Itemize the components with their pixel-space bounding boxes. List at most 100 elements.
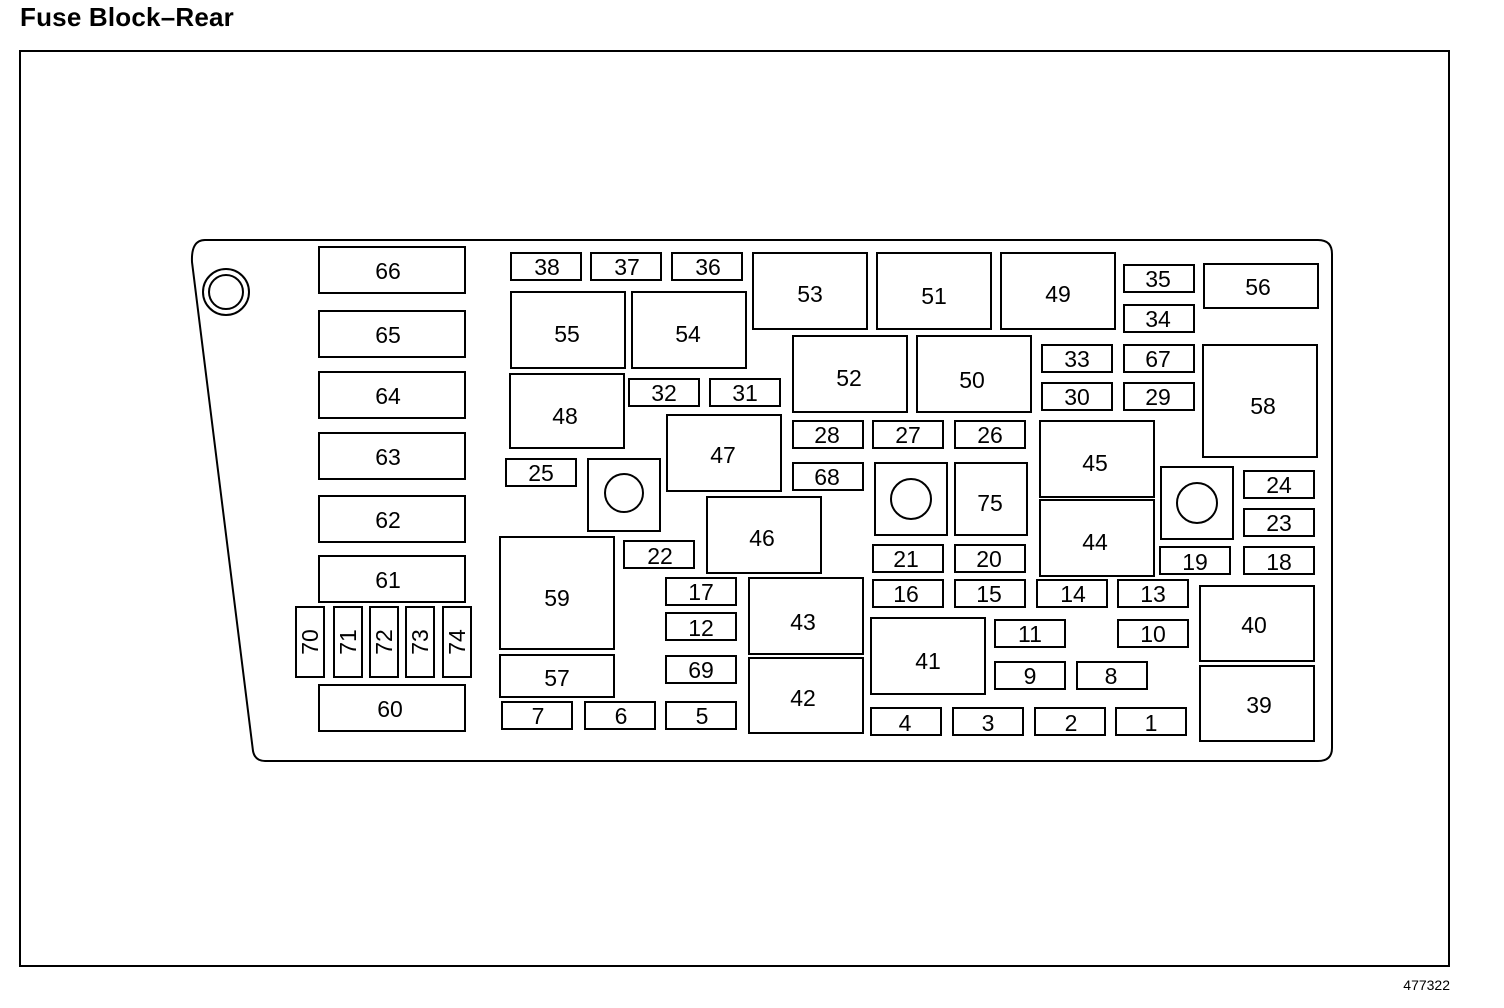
fuse-35: 35 [1123, 264, 1195, 293]
svg-text:44: 44 [1082, 529, 1108, 555]
svg-text:37: 37 [614, 254, 640, 280]
relay-50: 50 [916, 335, 1032, 413]
relay-46: 46 [706, 496, 822, 574]
relay-48: 48 [509, 373, 625, 449]
svg-text:19: 19 [1182, 549, 1208, 575]
fuse-68: 68 [792, 462, 864, 491]
relay-57: 57 [499, 654, 615, 698]
fuse-10: 10 [1117, 619, 1189, 648]
svg-text:41: 41 [915, 648, 941, 674]
fuse-6: 6 [584, 701, 656, 730]
svg-text:43: 43 [790, 609, 816, 635]
fuse-26: 26 [954, 420, 1026, 449]
svg-text:26: 26 [977, 422, 1003, 448]
relay-55: 55 [510, 291, 626, 369]
relay-59: 59 [499, 536, 615, 650]
svg-text:61: 61 [375, 567, 401, 593]
relay-45: 45 [1039, 420, 1155, 498]
svg-text:40: 40 [1241, 612, 1267, 638]
svg-text:6: 6 [615, 703, 628, 729]
svg-text:54: 54 [675, 321, 701, 347]
svg-text:65: 65 [375, 322, 401, 348]
fuse-22: 22 [623, 540, 695, 569]
fuse-73: 73 [405, 606, 435, 678]
svg-text:13: 13 [1140, 581, 1166, 607]
relay-54: 54 [631, 291, 747, 369]
svg-text:38: 38 [534, 254, 560, 280]
fuse-70: 70 [295, 606, 325, 678]
svg-text:4: 4 [899, 710, 912, 736]
svg-text:72: 72 [371, 629, 397, 655]
relay-39: 39 [1199, 665, 1315, 742]
fuse-63: 63 [318, 432, 466, 480]
fuse-23: 23 [1243, 508, 1315, 537]
svg-text:68: 68 [814, 464, 840, 490]
svg-text:27: 27 [895, 422, 921, 448]
fuse-27: 27 [872, 420, 944, 449]
fuse-1: 1 [1115, 707, 1187, 736]
svg-text:24: 24 [1266, 472, 1292, 498]
diagram-frame [19, 50, 1450, 967]
svg-text:51: 51 [921, 283, 947, 309]
svg-text:48: 48 [552, 403, 578, 429]
svg-text:70: 70 [297, 629, 323, 655]
fuse-72: 72 [369, 606, 399, 678]
fuse-9: 9 [994, 661, 1066, 690]
fuse-7: 7 [501, 701, 573, 730]
svg-text:62: 62 [375, 507, 401, 533]
fuse-67: 67 [1123, 344, 1195, 373]
svg-text:7: 7 [532, 703, 545, 729]
fuse-19: 19 [1159, 546, 1231, 575]
svg-text:69: 69 [688, 657, 714, 683]
svg-text:14: 14 [1060, 581, 1086, 607]
svg-text:25: 25 [528, 460, 554, 486]
svg-text:12: 12 [688, 615, 714, 641]
fuse-30: 30 [1041, 382, 1113, 411]
fuse-60: 60 [318, 684, 466, 732]
fuse-61: 61 [318, 555, 466, 603]
svg-text:74: 74 [444, 629, 470, 655]
relay-75: 75 [954, 462, 1028, 536]
fuse-66: 66 [318, 246, 466, 294]
svg-text:11: 11 [1018, 621, 1042, 647]
fuse-2: 2 [1034, 707, 1106, 736]
fuse-69: 69 [665, 655, 737, 684]
relay-44: 44 [1039, 499, 1155, 577]
svg-text:8: 8 [1105, 663, 1118, 689]
fuse-64: 64 [318, 371, 466, 419]
relay-49: 49 [1000, 252, 1116, 330]
svg-text:49: 49 [1045, 281, 1071, 307]
fuse-71: 71 [333, 606, 363, 678]
fuse-20: 20 [954, 544, 1026, 573]
relay-52: 52 [792, 335, 908, 413]
svg-text:39: 39 [1246, 692, 1272, 718]
fuse-18: 18 [1243, 546, 1315, 575]
svg-text:10: 10 [1140, 621, 1166, 647]
svg-text:29: 29 [1145, 384, 1171, 410]
svg-text:33: 33 [1064, 346, 1090, 372]
fuse-37: 37 [590, 252, 662, 281]
relay-47: 47 [666, 414, 782, 492]
svg-text:28: 28 [814, 422, 840, 448]
svg-text:67: 67 [1145, 346, 1171, 372]
relay-41: 41 [870, 617, 986, 695]
svg-text:46: 46 [749, 525, 775, 551]
svg-text:59: 59 [544, 585, 570, 611]
svg-text:22: 22 [647, 543, 673, 569]
svg-text:64: 64 [375, 383, 401, 409]
relay-40: 40 [1199, 585, 1315, 662]
fuse-17: 17 [665, 577, 737, 606]
mounting-hole [202, 268, 250, 316]
svg-text:73: 73 [407, 629, 433, 655]
fuse-24: 24 [1243, 470, 1315, 499]
fuse-38: 38 [510, 252, 582, 281]
relay-51: 51 [876, 252, 992, 330]
svg-text:57: 57 [544, 665, 570, 691]
svg-text:21: 21 [893, 546, 919, 572]
fuse-block-outline [190, 239, 1333, 762]
fuse-29: 29 [1123, 382, 1195, 411]
svg-text:18: 18 [1266, 549, 1292, 575]
fuse-8: 8 [1076, 661, 1148, 690]
svg-text:55: 55 [554, 321, 580, 347]
